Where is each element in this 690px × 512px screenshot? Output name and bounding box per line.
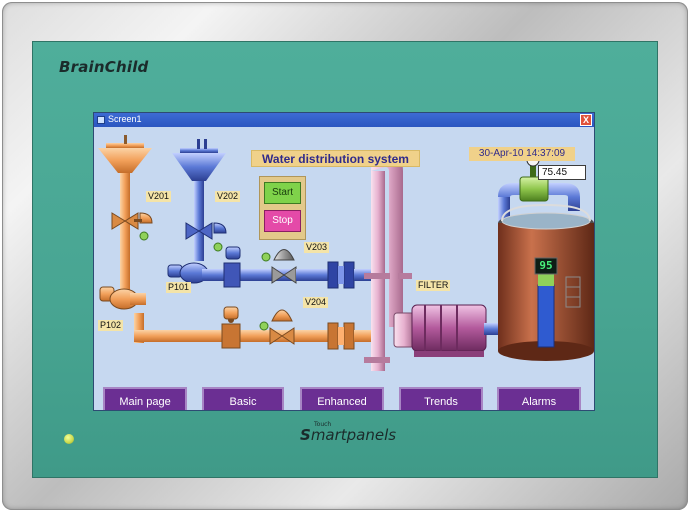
label-p101: P101 [166,282,192,293]
valve-v201-icon [111,212,153,241]
pump-p101-icon [167,262,209,284]
nav-alarms-button[interactable]: Alarms [497,387,581,410]
valve-v204-icon [269,309,295,345]
pink-column-pipe [364,155,412,371]
start-stop-panel: Start Stop [259,176,306,240]
blue-coupling [327,261,355,289]
datetime-display: 30-Apr-10 14:37:09 [469,147,575,161]
orange-inline-valve [221,306,241,349]
power-led-icon [64,434,74,444]
tank-level-display: 95 [539,259,553,272]
label-v202: V202 [215,191,241,202]
start-button[interactable]: Start [264,182,301,204]
pump-p102-icon [99,286,146,310]
orange-pipe-end [354,330,374,342]
stop-button[interactable]: Stop [264,210,301,232]
nav-basic-button[interactable]: Basic [202,387,284,410]
orange-coupling [327,322,355,350]
label-v204: V204 [303,297,329,308]
blue-inline-valve [223,246,241,288]
window-title: Screen1 [108,114,142,124]
label-filter: FILTER [416,280,451,291]
nav-trends-button[interactable]: Trends [399,387,483,410]
valve-v203-icon [271,249,297,284]
label-v203: V203 [304,242,330,253]
window-titlebar: Screen1 X [94,113,594,127]
blue-top-pipe [498,183,580,211]
blue-hopper [172,139,226,201]
page-title: Water distribution system [251,150,420,167]
process-diagram: Water distribution system 30-Apr-10 14:3… [94,127,594,410]
storage-tank [498,203,594,361]
filter-motor-icon [393,304,487,357]
orange-down-pipe [134,313,144,343]
orange-vertical-pipe [120,187,130,305]
brand-logo: BrainChild [59,58,149,76]
logo-touch-text: Touch [314,421,332,428]
label-p102: P102 [98,320,124,331]
nav-main-page-button[interactable]: Main page [103,387,187,410]
hmi-screen: Screen1 X [94,113,594,410]
smartpanels-logo: Touch Smartpanels [300,421,397,444]
label-v201: V201 [146,191,172,202]
orange-hopper [98,135,152,187]
close-icon[interactable]: X [580,114,592,126]
process-graphics [98,135,594,371]
flow-reading-value: 75.45 [538,165,586,180]
logo-rest-text: martpanels [310,426,397,444]
valve-v202-icon [185,222,227,252]
status-dot-green [259,321,269,331]
status-dot-green-2 [261,252,271,262]
app-icon [97,116,105,124]
blue-pipe-right [296,269,330,281]
logo-s-letter: S [300,426,311,444]
nav-enhanced-button[interactable]: Enhanced [300,387,384,410]
